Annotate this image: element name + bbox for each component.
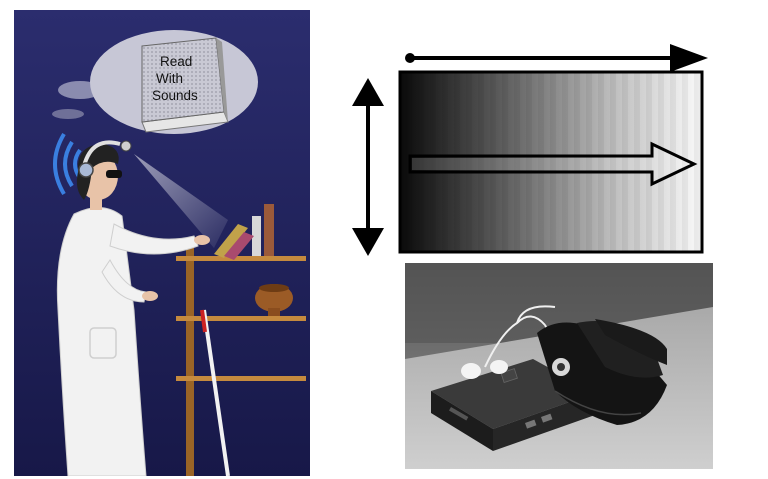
book-title-line-3: Sounds — [152, 88, 198, 103]
book-icon: Read With Sounds — [141, 37, 229, 133]
headphones-icon — [82, 140, 121, 167]
sunglasses-icon — [106, 170, 122, 178]
illustration-svg: Read With Sounds — [14, 10, 310, 476]
reading-illustration: Read With Sounds — [14, 10, 310, 476]
book-title-line-2: With — [156, 71, 183, 86]
bookshelf — [176, 204, 306, 476]
person-figure — [56, 140, 210, 476]
device-photo-svg — [405, 263, 713, 469]
device-photo — [405, 263, 713, 469]
shelf-book — [264, 204, 274, 256]
book-title-line-1: Read — [160, 54, 192, 69]
shelf-book — [214, 224, 248, 258]
camera-beam — [134, 154, 228, 248]
hollow-arrow-right-icon — [408, 141, 698, 187]
arrow-up-down-icon — [352, 78, 384, 256]
shelf-book — [224, 232, 254, 260]
head-camera-icon — [120, 140, 132, 152]
scan-gradient-diagram — [346, 38, 716, 260]
camera-glasses-icon — [537, 319, 667, 425]
gradient-diagram-svg — [352, 44, 708, 256]
white-cane — [202, 309, 230, 476]
arrow-right-icon — [405, 44, 708, 72]
shelf-book — [252, 216, 261, 256]
